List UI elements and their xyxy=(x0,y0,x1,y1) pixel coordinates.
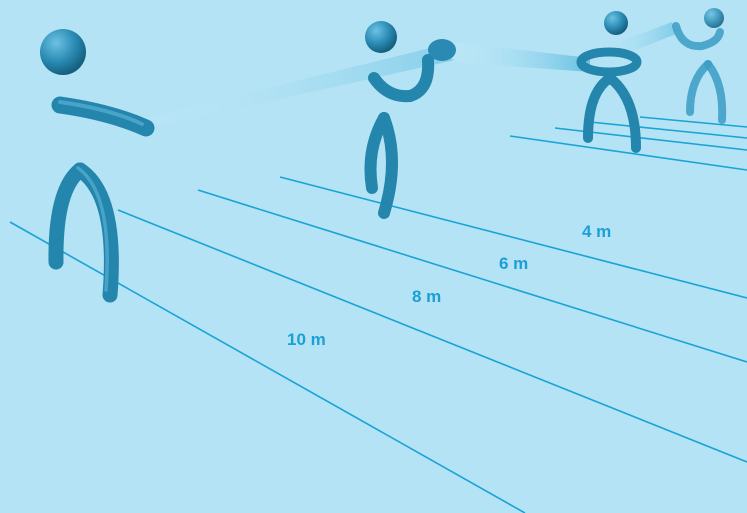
distance-label-8m: 8 m xyxy=(412,287,441,307)
sight-beam-front xyxy=(150,48,455,126)
figure-middle-leg-right xyxy=(384,118,392,213)
track-line-5 xyxy=(510,136,747,170)
figure-back-2-leg-right xyxy=(708,64,722,120)
figure-back-1-leg-right xyxy=(610,78,636,148)
figure-back-1 xyxy=(581,11,637,148)
figure-middle xyxy=(365,21,456,213)
distance-label-10m: 10 m xyxy=(287,330,326,350)
figure-back-2-arm xyxy=(676,26,720,46)
figure-back-1-leg-left xyxy=(588,78,610,138)
distance-label-4m: 4 m xyxy=(582,222,611,242)
figure-middle-hand xyxy=(428,39,456,61)
figure-back-1-head xyxy=(604,11,628,35)
figure-front xyxy=(40,29,146,295)
sight-beam-middle xyxy=(452,42,590,72)
figure-back-2-head xyxy=(704,8,724,28)
figure-front-leg-left xyxy=(56,170,80,262)
figure-middle-head xyxy=(365,21,397,53)
figure-back-2 xyxy=(676,8,724,120)
track-line-8 xyxy=(640,117,747,127)
figure-front-head xyxy=(40,29,86,75)
track-line-1 xyxy=(10,222,525,513)
track-lines xyxy=(10,117,747,513)
figure-back-2-leg-left xyxy=(690,64,708,112)
distance-label-6m: 6 m xyxy=(499,254,528,274)
